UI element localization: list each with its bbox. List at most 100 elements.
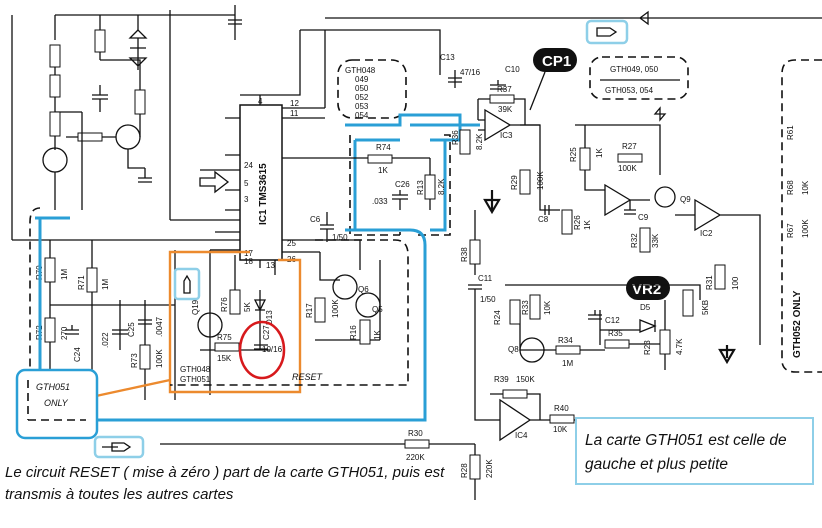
power-section <box>11 5 242 241</box>
ic3-section: IC3 R37 39K C10 C13 47/16 R36 8.2K CP1 <box>345 48 577 215</box>
svg-text:ONLY: ONLY <box>44 398 69 408</box>
svg-text:4: 4 <box>258 97 263 106</box>
svg-text:10K: 10K <box>553 425 568 434</box>
svg-text:C8: C8 <box>538 215 549 224</box>
svg-text:050: 050 <box>355 84 369 93</box>
svg-text:17: 17 <box>244 249 253 258</box>
svg-text:100K: 100K <box>331 299 340 318</box>
svg-text:D13: D13 <box>265 310 274 325</box>
svg-text:270: 270 <box>60 326 69 340</box>
svg-text:R32: R32 <box>630 233 639 248</box>
svg-text:R16: R16 <box>349 325 358 340</box>
svg-text:Q9: Q9 <box>680 195 691 204</box>
gth048-group: GTH048 049 050 052 053 054 <box>337 59 407 120</box>
svg-text:R35: R35 <box>608 329 623 338</box>
svg-text:R71: R71 <box>77 275 86 290</box>
svg-text:GTH051: GTH051 <box>180 375 211 384</box>
gth052-group: GTH052 ONLY R61 R68 10K R67 100K <box>781 59 822 373</box>
svg-text:1/50: 1/50 <box>332 233 348 242</box>
svg-text:R34: R34 <box>558 336 573 345</box>
svg-text:33K: 33K <box>651 233 660 248</box>
q8-section: R24 R33 10K C12 Q8 R34 1M R35 <box>493 294 660 368</box>
svg-text:R25: R25 <box>569 147 578 162</box>
svg-text:47/16: 47/16 <box>460 68 481 77</box>
svg-text:8.2K: 8.2K <box>475 133 484 150</box>
svg-text:052: 052 <box>355 93 369 102</box>
svg-text:C27: C27 <box>262 325 271 340</box>
svg-text:15K: 15K <box>217 354 232 363</box>
caption-right: La carte GTH051 est celle de gauche et p… <box>575 417 814 485</box>
svg-text:Q8: Q8 <box>508 345 519 354</box>
svg-text:Q5: Q5 <box>372 305 383 314</box>
svg-text:5: 5 <box>244 179 249 188</box>
r38-c11: R38 C11 1/50 <box>460 210 500 421</box>
reset-label: RESET <box>292 372 324 382</box>
svg-text:220K: 220K <box>485 459 494 478</box>
svg-text:1M: 1M <box>562 359 573 368</box>
svg-text:GTH049, 050: GTH049, 050 <box>610 65 659 74</box>
svg-text:C10: C10 <box>505 65 520 74</box>
svg-text:1/50: 1/50 <box>480 295 496 304</box>
svg-text:GTH051: GTH051 <box>36 382 70 392</box>
svg-text:C6: C6 <box>310 215 321 224</box>
svg-text:IC2: IC2 <box>700 229 713 238</box>
svg-text:D5: D5 <box>640 303 651 312</box>
svg-text:R76: R76 <box>220 297 229 312</box>
svg-text:049: 049 <box>355 75 369 84</box>
svg-text:8.2K: 8.2K <box>437 178 446 195</box>
svg-text:R17: R17 <box>305 303 314 318</box>
svg-text:C24: C24 <box>73 347 82 362</box>
svg-text:10K: 10K <box>801 180 810 195</box>
r74-c26-group: R74 1K C26 .033 R13 8.2K <box>345 134 451 236</box>
svg-text:R29: R29 <box>510 175 519 190</box>
svg-text:GTH048: GTH048 <box>180 365 211 374</box>
r30-r28: R30 220K R28 220K <box>160 429 494 500</box>
q5-q6-section: Q6 Q5 R17 100K R16 1K C6 1/50 <box>305 212 383 345</box>
svg-text:5KB: 5KB <box>701 300 710 315</box>
svg-text:.022: .022 <box>101 332 110 348</box>
svg-text:100K: 100K <box>618 164 637 173</box>
svg-text:Q6: Q6 <box>358 285 369 294</box>
svg-text:R68: R68 <box>786 180 795 195</box>
svg-text:3: 3 <box>244 195 249 204</box>
svg-text:R24: R24 <box>493 310 502 325</box>
svg-text:R40: R40 <box>554 404 569 413</box>
svg-text:18: 18 <box>244 257 253 266</box>
svg-text:100: 100 <box>731 276 740 290</box>
svg-text:C26: C26 <box>395 180 410 189</box>
svg-text:C9: C9 <box>638 213 649 222</box>
svg-text:5K: 5K <box>243 302 252 312</box>
svg-text:12: 12 <box>290 99 299 108</box>
svg-text:1K: 1K <box>378 166 388 175</box>
svg-text:1K: 1K <box>373 330 382 340</box>
svg-text:R33: R33 <box>521 300 530 315</box>
svg-text:R75: R75 <box>217 333 232 342</box>
svg-text:25: 25 <box>287 239 296 248</box>
svg-text:IC4: IC4 <box>515 431 528 440</box>
svg-text:10/16: 10/16 <box>262 345 283 354</box>
svg-text:R13: R13 <box>416 180 425 195</box>
ic2-section: R29 100K C8 R26 1K R25 1K R27 100K C9 Q9… <box>510 106 761 365</box>
svg-text:R27: R27 <box>622 142 637 151</box>
svg-text:Q19: Q19 <box>191 299 200 315</box>
svg-text:1M: 1M <box>101 279 110 290</box>
gth051-only-box: GTH051 ONLY <box>15 368 99 440</box>
ic1: IC1 TMS3615 4 12 11 24 5 3 17 25 18 26 1… <box>199 95 345 275</box>
vr2-section: VR2 5KB R23 4.7K D5 <box>505 276 710 370</box>
cp1-label: CP1 <box>542 53 571 70</box>
svg-text:100K: 100K <box>801 219 810 238</box>
svg-text:13: 13 <box>266 261 275 270</box>
svg-text:4.7K: 4.7K <box>675 338 684 355</box>
svg-text:IC3: IC3 <box>500 131 513 140</box>
svg-text:R31: R31 <box>705 275 714 290</box>
svg-text:C25: C25 <box>127 322 136 337</box>
svg-text:C11: C11 <box>478 274 493 283</box>
svg-text:R28: R28 <box>460 463 469 478</box>
svg-text:100K: 100K <box>155 349 164 368</box>
caption-left: Le circuit RESET ( mise à zéro ) part de… <box>5 464 445 503</box>
ic1-label: IC1 TMS3615 <box>258 163 269 225</box>
svg-text:220K: 220K <box>406 453 425 462</box>
svg-text:.033: .033 <box>372 197 388 206</box>
svg-text:11: 11 <box>290 109 299 118</box>
